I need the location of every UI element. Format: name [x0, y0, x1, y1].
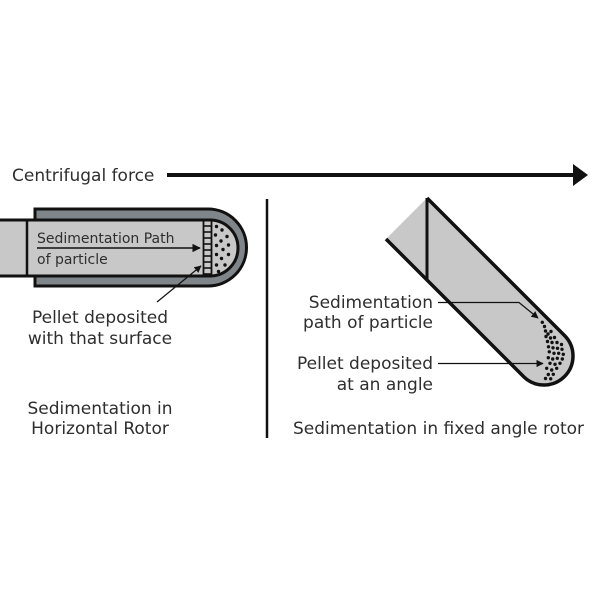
pellet-particle	[216, 269, 221, 274]
left-pellet-label-line1: Pellet deposited	[32, 308, 168, 328]
pellet-particle	[214, 252, 219, 257]
angled-tube-outline	[384, 196, 575, 387]
pellet-particle	[548, 336, 553, 340]
pellet-particle	[555, 346, 560, 350]
tube-path-label-line1: Sedimentation Path	[37, 231, 175, 247]
pellet-particle	[214, 224, 219, 229]
pellet-particle	[551, 357, 555, 361]
left-pellet-particles	[213, 224, 231, 274]
pellet-particle	[546, 345, 551, 349]
pellet-particle	[219, 239, 223, 243]
pellet-particle	[546, 372, 550, 377]
pellet-leader-line	[156, 265, 202, 303]
right-path-label-line2: path of particle	[303, 313, 433, 333]
centrifugal-force-indicator: Centrifugal force	[12, 164, 588, 186]
pellet-particle	[226, 252, 231, 257]
pellet-particle	[221, 247, 225, 252]
pellet-particle	[544, 334, 548, 339]
pellet-particle	[225, 234, 229, 239]
pellet-particle	[545, 339, 550, 344]
pellet-particle	[555, 356, 559, 360]
pellet-particle	[220, 228, 224, 232]
pellet-particle	[551, 346, 555, 350]
force-arrow-head-icon	[573, 164, 588, 186]
angled-pellet-particles	[540, 320, 565, 381]
fixed-angle-rotor-panel: Sedimentation path of particle Pellet de…	[293, 196, 584, 439]
pellet-particle	[214, 243, 219, 248]
pellet-particle	[540, 320, 544, 324]
left-pellet-label-line2: with that surface	[28, 329, 172, 349]
horizontal-rotor-panel: Sedimentation Path of particle Pellet de…	[0, 207, 248, 439]
left-caption-line1: Sedimentation in	[27, 399, 172, 419]
pellet-particle	[543, 329, 548, 333]
pellet-particle	[560, 357, 564, 361]
pellet-particle	[547, 350, 551, 354]
pellet-particle	[545, 366, 549, 370]
angled-path-leader-line	[438, 301, 539, 319]
pellet-particle	[558, 361, 562, 365]
pellet-particle	[223, 263, 227, 267]
pellet-particle	[546, 356, 550, 360]
pellet-particle	[557, 351, 561, 355]
pellet-particle	[561, 352, 565, 356]
tube-path-label-line2: of particle	[37, 252, 108, 268]
pellet-particle	[555, 340, 559, 345]
angled-tube-fill	[386, 198, 574, 386]
pellet-particle	[542, 324, 547, 329]
pellet-particle	[219, 256, 224, 261]
pellet-particle	[543, 376, 548, 381]
pellet-particle	[549, 377, 553, 381]
pellet-particle	[552, 335, 557, 340]
flat-pellet-layer	[202, 220, 213, 276]
pellet-particle	[548, 361, 552, 365]
pellet-particle	[214, 263, 219, 267]
pellet-particle	[226, 243, 231, 247]
pellet-particle	[550, 368, 554, 372]
pellet-particle	[549, 329, 553, 334]
pellet-particle	[213, 233, 218, 237]
pellet-particle	[555, 366, 559, 370]
right-pellet-label-line2: at an angle	[337, 375, 433, 395]
right-path-label-line1: Sedimentation	[309, 293, 433, 313]
left-caption-line2: Horizontal Rotor	[31, 419, 169, 439]
right-caption: Sedimentation in fixed angle rotor	[293, 419, 584, 439]
right-pellet-label-line1: Pellet deposited	[297, 354, 433, 374]
pellet-particle	[546, 332, 550, 336]
pellet-particle	[550, 340, 554, 345]
pellet-particle	[559, 342, 564, 347]
centrifugal-force-label: Centrifugal force	[12, 166, 154, 186]
pellet-particle	[553, 362, 557, 366]
pellet-particle	[560, 347, 564, 351]
pellet-particle	[552, 351, 556, 355]
pellet-particle	[551, 372, 555, 376]
